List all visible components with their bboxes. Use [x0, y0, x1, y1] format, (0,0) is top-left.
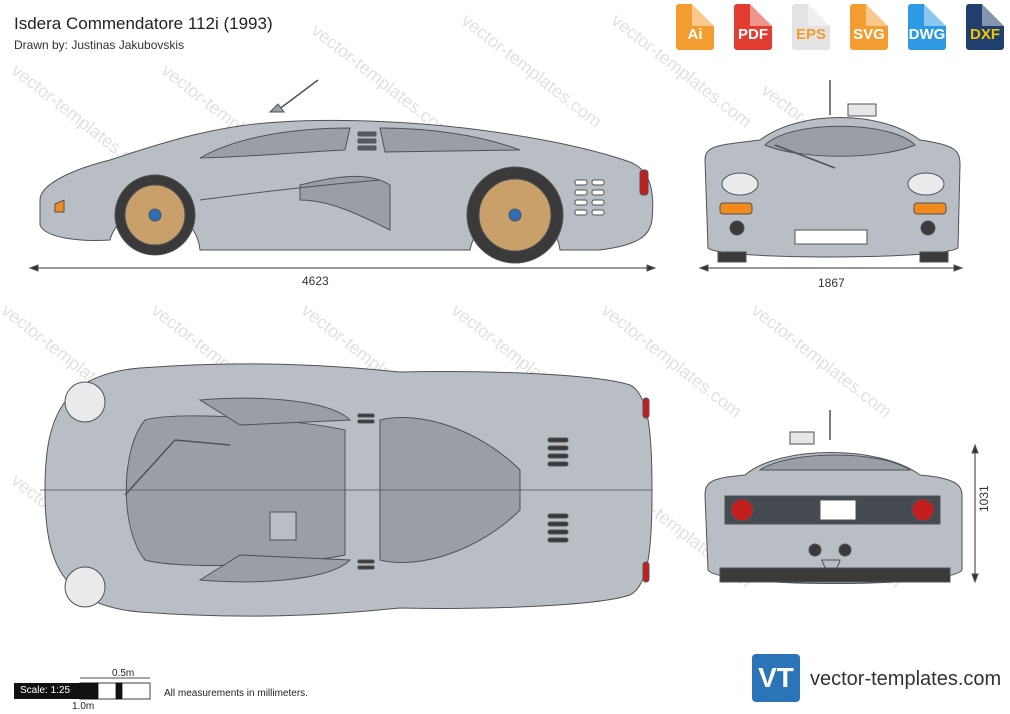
scale-one-meter: 1.0m [72, 701, 95, 712]
scale-bar [79, 677, 151, 700]
rear-view [704, 410, 979, 584]
side-indicator [54, 199, 65, 213]
format-download-bar: Ai PDF EPS SVG DWG DXF [670, 4, 1010, 52]
author-credit: Drawn by: Justinas Jakubovskis [14, 38, 185, 52]
pdf-format-button[interactable]: PDF [728, 4, 778, 52]
scale-half-meter: 0.5m [112, 668, 135, 679]
top-view [40, 363, 653, 617]
dwg-format-button[interactable]: DWG [902, 4, 952, 52]
front-windshield [764, 125, 916, 157]
front-view [698, 80, 964, 272]
svg-format-button[interactable]: SVG [844, 4, 894, 52]
eps-format-button[interactable]: EPS [786, 4, 836, 52]
front-indicator-left [719, 202, 753, 215]
page-title: Isdera Commendatore 112i (1993) [14, 14, 273, 33]
top-windshield [125, 415, 346, 566]
height-label: 1031 [977, 485, 991, 512]
side-glass [199, 127, 351, 159]
rear-taillight-left [730, 498, 754, 522]
measurement-note: All measurements in millimeters. [164, 688, 308, 699]
rear-plate [819, 499, 857, 521]
front-headlight-left [721, 172, 759, 196]
front-plate [794, 229, 868, 245]
rear-taillight-right [911, 498, 935, 522]
front-headlight-right [907, 172, 945, 196]
ai-format-button[interactable]: Ai [670, 4, 720, 52]
side-taillight [639, 169, 649, 196]
side-view [28, 79, 657, 272]
vt-logo-icon[interactable]: VT [752, 654, 800, 702]
scale-label: Scale: 1:25 [14, 683, 80, 699]
top-headlight-left [64, 381, 106, 423]
top-headlight-right [64, 566, 106, 608]
brand-site-link[interactable]: vector-templates.com [810, 668, 1002, 690]
length-label: 4623 [302, 274, 329, 288]
front-indicator-right [913, 202, 947, 215]
front-body [704, 117, 961, 258]
width-label: 1867 [818, 276, 845, 290]
dxf-format-button[interactable]: DXF [960, 4, 1010, 52]
